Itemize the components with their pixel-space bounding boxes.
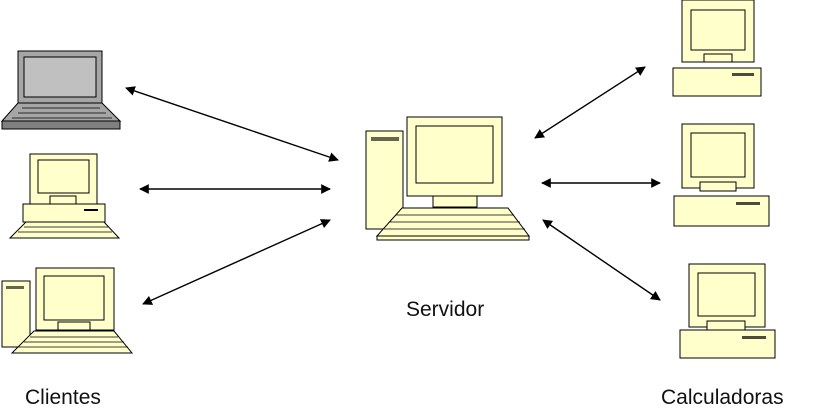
tower-computer-icon xyxy=(1,267,134,354)
calculator-computer-icon xyxy=(679,263,776,359)
calculator-computer-icon xyxy=(672,0,762,97)
bidirectional-arrow-icon xyxy=(534,66,646,139)
clients-label: Clientes xyxy=(25,386,101,409)
calculator-computer-icon xyxy=(673,123,770,227)
bidirectional-arrow-icon xyxy=(125,86,339,162)
desktop-computer-icon xyxy=(8,153,121,239)
bidirectional-arrow-icon xyxy=(142,219,331,305)
bidirectional-arrow-icon xyxy=(542,219,661,301)
laptop-icon xyxy=(0,50,122,130)
calculators-label: Calculadoras xyxy=(661,386,784,409)
server-tower-icon xyxy=(365,116,530,241)
server-label: Servidor xyxy=(406,298,485,321)
